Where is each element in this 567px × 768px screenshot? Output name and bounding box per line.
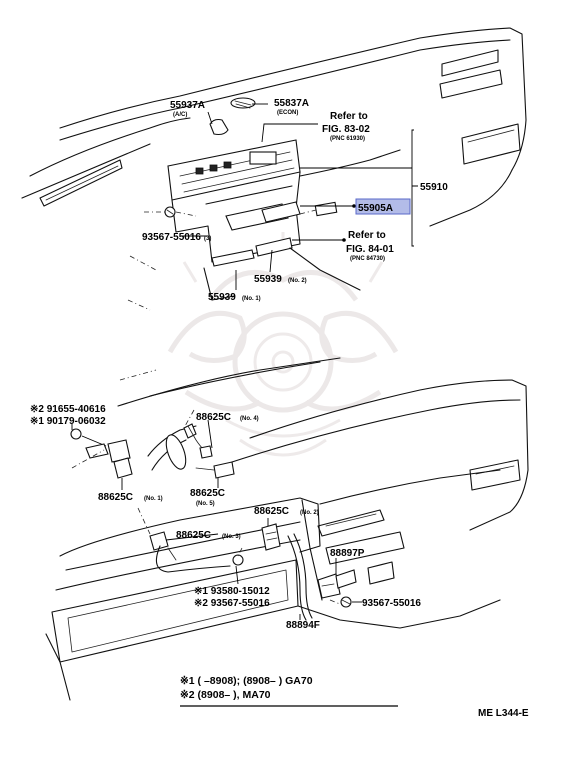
label-90179-06032[interactable]: ※1 90179-06032 <box>30 416 106 427</box>
ref1-pnc: (PNC 61930) <box>330 136 365 142</box>
label-55939-no2-note: (No. 2) <box>288 278 307 284</box>
label-88625C-no3[interactable]: 88625C <box>176 530 211 541</box>
label-93567-55016-lower[interactable]: ※2 93567-55016 <box>194 598 270 609</box>
label-55939-no1-note: (No. 1) <box>242 296 261 302</box>
label-93567-55016-top[interactable]: 93567-55016 <box>142 232 201 243</box>
label-55939-no2[interactable]: 55939 <box>254 274 282 285</box>
part-labels: 55937A (A/C) 55837A (ECON) Refer to FIG.… <box>30 98 448 631</box>
label-88625C-no4[interactable]: 88625C <box>196 412 231 423</box>
lower-leader-lines <box>71 419 362 620</box>
label-88625C-no5[interactable]: 88625C <box>190 488 225 499</box>
figure-id: ME L344-E <box>478 708 529 719</box>
ref2-title: Refer to <box>348 230 386 241</box>
label-55937A[interactable]: 55937A <box>170 100 205 111</box>
label-88625C-no1-note: (No. 1) <box>144 496 163 502</box>
label-55837A-note: (ECON) <box>277 110 298 116</box>
footnote: ※1 ( –8908); (8908– ) GA70 ※2 (8908– ), … <box>180 675 529 719</box>
label-55910[interactable]: 55910 <box>420 182 448 193</box>
footnote-line-2: ※2 (8908– ), MA70 <box>180 689 271 701</box>
upper-dashboard-drawing <box>21 27 527 311</box>
label-88894F[interactable]: 88894F <box>286 620 320 631</box>
label-55937A-note: (A/C) <box>173 112 187 118</box>
label-55939-no1[interactable]: 55939 <box>208 292 236 303</box>
label-88625C-no4-note: (No. 4) <box>240 416 259 422</box>
label-88625C-no2-note: (No. 2) <box>300 510 319 516</box>
label-93580-15012[interactable]: ※1 93580-15012 <box>194 586 270 597</box>
label-93567-55016-right[interactable]: 93567-55016 <box>362 598 421 609</box>
label-93567-55016-top-qty: (3) <box>204 236 211 242</box>
label-88625C-no1[interactable]: 88625C <box>98 492 133 503</box>
upper-leader-lines <box>182 103 418 290</box>
label-55837A[interactable]: 55837A <box>274 98 309 109</box>
label-55905A[interactable]: 55905A <box>358 203 393 214</box>
label-88625C-no3-note: (No. 3) <box>222 534 241 540</box>
highlight-55905A <box>355 198 411 215</box>
label-88625C-no5-note: (No. 5) <box>196 501 215 507</box>
ref1-title: Refer to <box>330 111 368 122</box>
ref2-pnc: (PNC 84730) <box>350 256 385 262</box>
label-88625C-no2[interactable]: 88625C <box>254 506 289 517</box>
lower-dashboard-drawing <box>45 357 529 701</box>
ref1-figure-link[interactable]: FIG. 83-02 <box>322 124 370 135</box>
footnote-line-1: ※1 ( –8908); (8908– ) GA70 <box>180 675 313 687</box>
label-88897P[interactable]: 88897P <box>330 548 365 559</box>
label-91655-40616[interactable]: ※2 91655-40616 <box>30 404 106 415</box>
watermark <box>167 232 399 457</box>
ref2-figure-link[interactable]: FIG. 84-01 <box>346 244 394 255</box>
